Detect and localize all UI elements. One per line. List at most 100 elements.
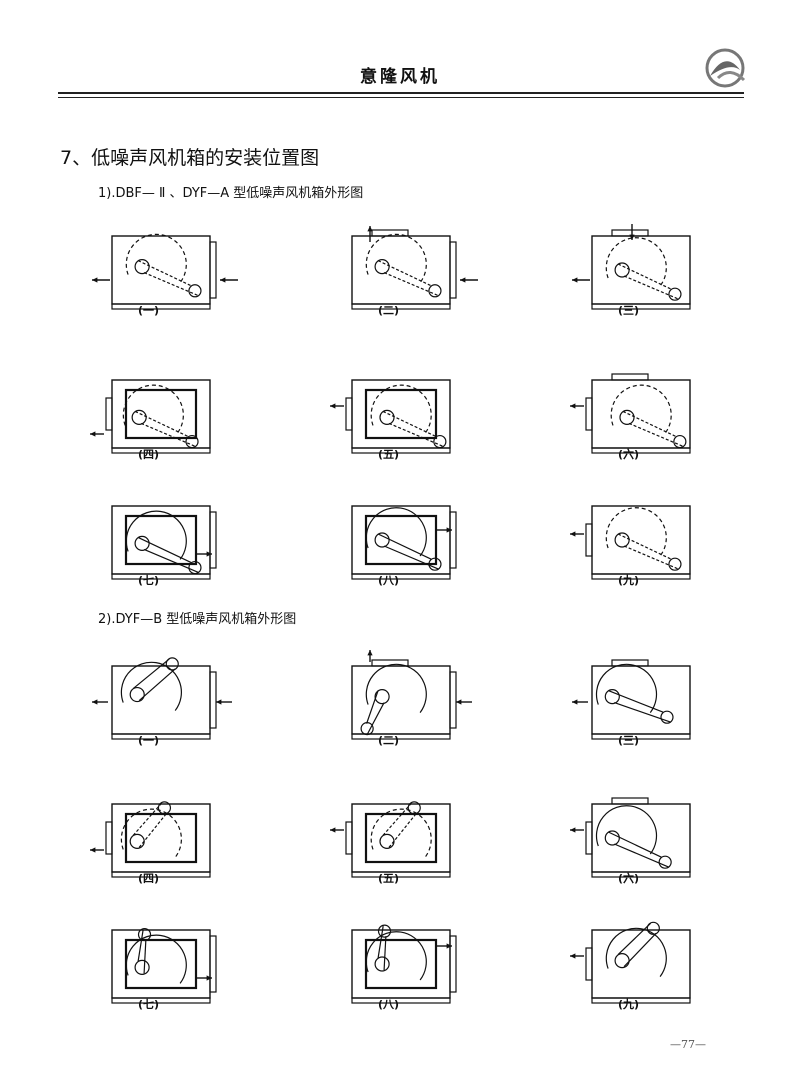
- inlet-flange: [449, 671, 457, 729]
- fan-scroll: [120, 661, 182, 711]
- drive-belt: [138, 668, 176, 702]
- diagram-label: (九): [618, 574, 640, 587]
- airflow-arrow-icon: [436, 943, 452, 949]
- airflow-arrow-icon: [92, 277, 110, 283]
- motor-pulley: [668, 557, 682, 571]
- drive-belt: [617, 922, 652, 956]
- airflow-arrow-icon: [196, 551, 212, 557]
- fan-box-drawing: [330, 379, 451, 454]
- casing-outline: [591, 803, 691, 873]
- group-b-title: 2).DYF—B 型低噪声风机箱外形图: [98, 612, 297, 627]
- base-rail: [591, 573, 691, 580]
- airflow-arrow-icon: [456, 699, 472, 705]
- fan-pulley: [379, 833, 395, 850]
- airflow-arrow-icon: [330, 827, 344, 833]
- fan-scroll: [370, 384, 432, 434]
- fan-pulley: [619, 409, 635, 426]
- motor-pulley: [660, 710, 674, 724]
- drive-belt: [383, 936, 387, 971]
- top-flange: [371, 229, 409, 237]
- base-rail: [111, 447, 211, 454]
- fan-scroll: [595, 805, 658, 855]
- diagram-label: (七): [138, 998, 160, 1011]
- motor-pulley: [188, 560, 202, 575]
- fan-scroll: [365, 233, 427, 283]
- base-rail: [111, 997, 211, 1004]
- installation-diagram: (五): [320, 362, 500, 482]
- fan-scroll: [605, 507, 667, 557]
- base-rail: [351, 997, 451, 1004]
- top-flange: [611, 797, 649, 805]
- installation-diagram: (六): [560, 362, 740, 482]
- diagram-label: (五): [378, 448, 400, 461]
- fan-pulley: [134, 535, 150, 552]
- fan-box-drawing: [351, 226, 478, 310]
- installation-diagram: (七): [80, 912, 260, 1032]
- motor-pulley: [407, 801, 421, 815]
- outlet-flange: [585, 947, 593, 981]
- fan-pulley: [131, 409, 147, 426]
- fan-box-drawing: [90, 379, 211, 454]
- base-rail: [591, 303, 691, 310]
- leaf-logo-icon: [705, 48, 746, 88]
- drive-belt: [143, 939, 147, 974]
- base-rail: [351, 303, 451, 310]
- base-rail: [111, 303, 211, 310]
- top-flange: [611, 229, 649, 237]
- outlet-flange: [345, 397, 353, 431]
- diagram-label: (八): [378, 574, 400, 587]
- base-rail: [111, 573, 211, 580]
- diagram-label: (六): [618, 448, 640, 461]
- fan-box-drawing: [330, 801, 451, 878]
- airflow-arrow-icon: [570, 403, 584, 409]
- airflow-arrow-icon: [572, 699, 588, 705]
- airflow-arrow-icon: [460, 277, 478, 283]
- outlet-flange: [585, 397, 593, 431]
- outlet-flange: [585, 523, 593, 557]
- fan-pulley: [379, 409, 395, 426]
- installation-diagram: (一): [80, 648, 260, 768]
- drive-belt: [366, 690, 379, 724]
- fan-box-drawing: [92, 657, 232, 740]
- inlet-flange: [449, 935, 457, 993]
- airflow-arrow-icon: [570, 531, 584, 537]
- airflow-arrow-icon: [196, 975, 212, 981]
- installation-diagram: (六): [560, 786, 740, 906]
- fan-box-drawing: [570, 373, 691, 454]
- fan-pulley: [129, 833, 145, 850]
- installation-diagram: (九): [560, 488, 740, 608]
- base-rail: [111, 871, 211, 878]
- drive-belt: [137, 536, 192, 564]
- top-flange: [371, 659, 409, 667]
- inlet-flange: [209, 241, 217, 299]
- fan-scroll: [370, 808, 432, 858]
- header-rule-thin: [58, 97, 744, 98]
- fan-scroll: [595, 663, 658, 713]
- fan-scroll: [365, 507, 427, 557]
- fan-scroll: [125, 233, 187, 283]
- installation-diagram: (一): [80, 218, 260, 338]
- drive-belt: [608, 831, 662, 858]
- access-window: [364, 938, 438, 990]
- base-rail: [591, 447, 691, 454]
- fan-pulley: [374, 258, 390, 275]
- airflow-arrow-icon: [570, 827, 584, 833]
- drive-belt: [138, 812, 168, 848]
- fan-pulley: [614, 952, 630, 969]
- group-a-title: 1).DBF— Ⅱ 、DYF—A 型低噪声风机箱外形图: [98, 186, 364, 201]
- motor-pulley: [433, 434, 447, 449]
- top-flange: [611, 373, 649, 381]
- drive-belt: [382, 802, 413, 836]
- outlet-flange: [345, 821, 353, 855]
- motor-pulley: [185, 434, 199, 449]
- airflow-arrow-icon: [90, 847, 104, 853]
- motor-pulley: [428, 284, 442, 298]
- top-flange: [611, 659, 649, 667]
- fan-scroll: [610, 384, 672, 434]
- installation-diagram: (八): [320, 912, 500, 1032]
- inlet-flange: [449, 511, 457, 569]
- fan-pulley: [614, 262, 630, 278]
- fan-box-drawing: [570, 921, 691, 1004]
- airflow-arrow-icon: [367, 226, 373, 242]
- section-title: 7、低噪声风机箱的安装位置图: [60, 147, 320, 169]
